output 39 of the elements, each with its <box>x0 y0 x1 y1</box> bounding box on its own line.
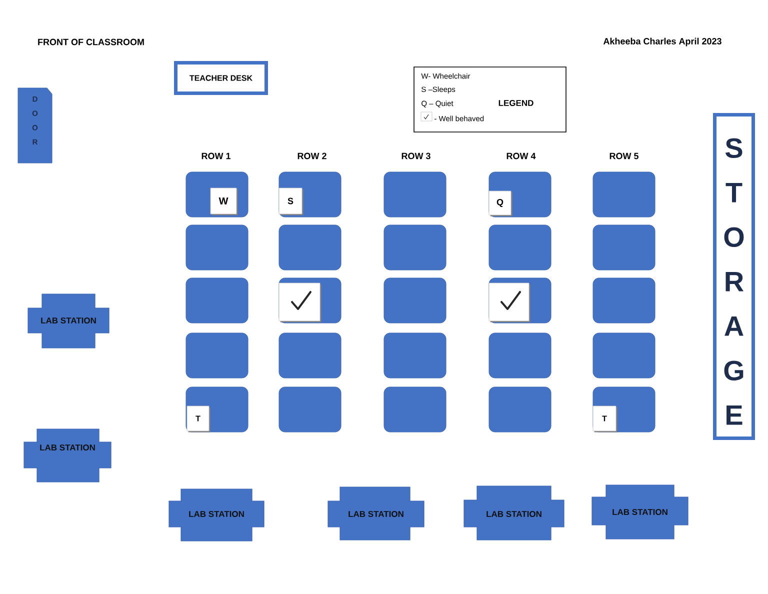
lab-station: LAB STATION <box>592 484 688 540</box>
desk <box>592 224 656 270</box>
teacher-desk: TEACHER DESK <box>174 61 268 95</box>
lab-station: LAB STATION <box>168 488 264 542</box>
desk <box>186 224 248 270</box>
letter-tag: Q <box>488 190 512 216</box>
letter-tag: W <box>210 188 238 216</box>
letter-tag: T <box>592 406 618 432</box>
row-label: ROW 4 <box>506 152 536 160</box>
desk <box>384 332 446 378</box>
desk <box>278 386 342 432</box>
desk <box>592 172 656 218</box>
desk <box>384 224 446 270</box>
desk <box>278 332 342 378</box>
row-label: ROW 1 <box>202 152 230 160</box>
row-label: ROW 3 <box>402 152 430 160</box>
desk <box>384 172 446 218</box>
desk <box>488 224 552 270</box>
lab-station: LAB STATION <box>328 486 424 540</box>
desk <box>592 278 656 324</box>
lab-station: LAB STATION <box>28 294 110 348</box>
letter-tag: S <box>278 188 304 216</box>
storage-box: S T O R A G E <box>713 113 755 440</box>
row-label: ROW 5 <box>610 152 638 160</box>
desk <box>488 386 552 432</box>
letter-tag: T <box>186 406 210 432</box>
desk <box>186 332 248 378</box>
desk <box>384 278 446 324</box>
page-heading: FRONT OF CLASSROOM <box>38 38 144 46</box>
desk <box>384 386 446 432</box>
author-credit: Akheeba Charles April 2023 <box>603 38 722 46</box>
lab-station: LAB STATION <box>464 486 564 540</box>
desk <box>186 278 248 324</box>
desk <box>278 224 342 270</box>
desk <box>592 332 656 378</box>
desk <box>488 332 552 378</box>
lab-station: LAB STATION <box>24 428 112 482</box>
row-label: ROW 2 <box>298 152 326 160</box>
legend-title: LEGEND <box>498 100 534 106</box>
